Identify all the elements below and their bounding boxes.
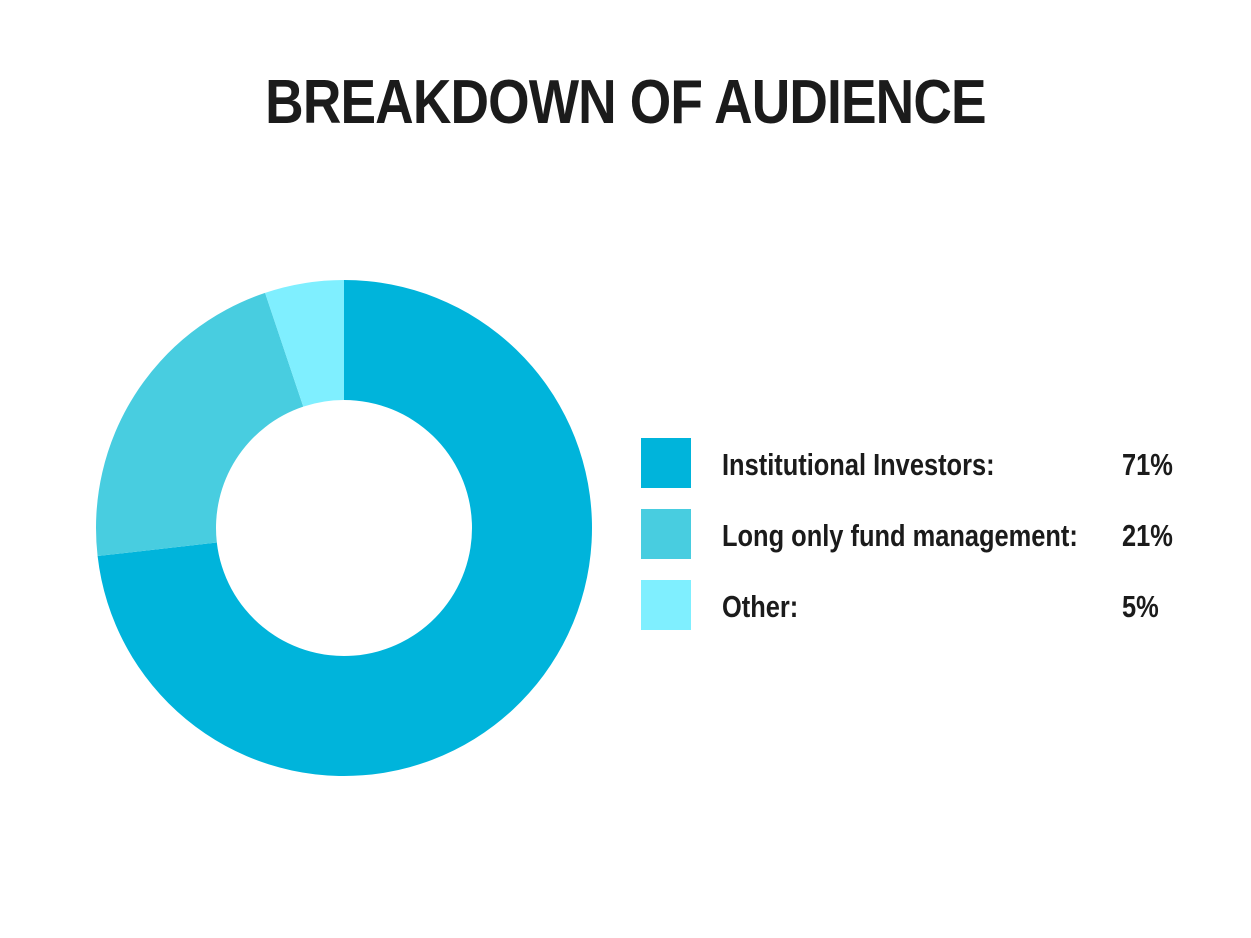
legend-value: 21%: [1122, 518, 1173, 553]
legend-label: Institutional Investors:: [722, 447, 995, 482]
legend-swatch: [641, 438, 691, 488]
legend-item-institutional-investors: Institutional Investors: 71%: [641, 438, 1201, 488]
donut-slice-0: [97, 280, 593, 776]
donut-slices: [96, 280, 593, 776]
legend-label: Other:: [722, 589, 799, 624]
chart-legend: Institutional Investors: 71% Long only f…: [641, 438, 1201, 651]
legend-swatch: [641, 580, 691, 630]
legend-item-other: Other: 5%: [641, 580, 1201, 630]
chart-title: BREAKDOWN OF AUDIENCE: [265, 68, 986, 137]
legend-label: Long only fund management:: [722, 518, 1078, 553]
donut-slice-2: [265, 280, 344, 407]
legend-item-long-only-fund-management: Long only fund management: 21%: [641, 509, 1201, 559]
legend-value: 71%: [1122, 447, 1173, 482]
legend-value: 5%: [1122, 589, 1159, 624]
legend-swatch: [641, 509, 691, 559]
donut-slice-1: [96, 292, 304, 557]
